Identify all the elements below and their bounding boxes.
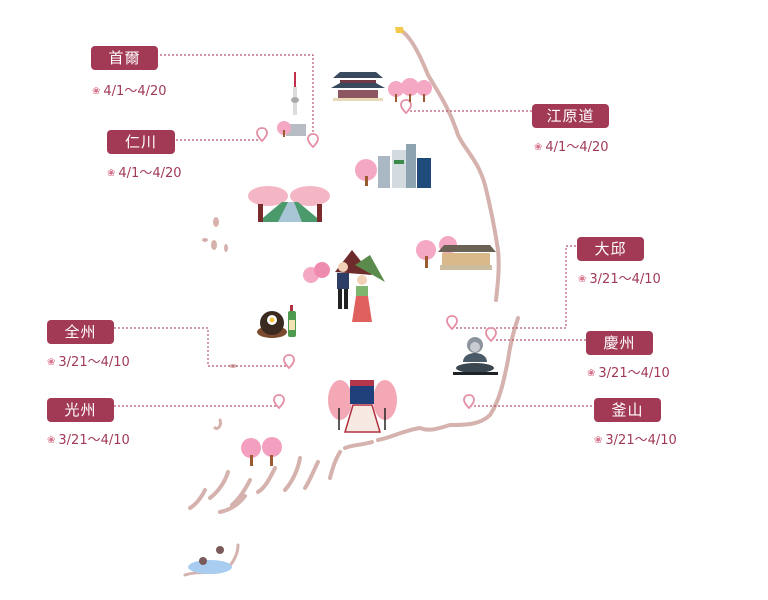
bloom-date-jeonju: ❀3/21～4/10 (47, 351, 130, 370)
bloom-date-text: 3/21～4/10 (589, 272, 661, 287)
coastline (183, 28, 520, 577)
flower-icon: ❀ (594, 435, 603, 446)
north-tip (395, 27, 404, 33)
bloom-date-gangwon: ❀4/1～4/20 (534, 136, 609, 155)
bloom-date-gyeongju: ❀3/21～4/10 (587, 362, 670, 381)
flower-icon: ❀ (534, 142, 543, 153)
flower-icon: ❀ (578, 274, 587, 285)
region-label-seoul: 首爾 (91, 46, 158, 70)
city-buildings-illustration (355, 144, 431, 188)
cherry-trees-seoul (388, 78, 432, 102)
flower-icon: ❀ (92, 86, 101, 97)
bloom-date-incheon: ❀4/1～4/20 (107, 162, 182, 181)
cherry-blossom-river-illustration (248, 186, 330, 222)
bloom-date-text: 4/1～4/20 (118, 166, 182, 181)
bloom-date-seoul: ❀4/1～4/20 (92, 80, 167, 99)
connector-lines (114, 54, 594, 407)
bloom-date-daegu: ❀3/21～4/10 (578, 268, 661, 287)
region-label-busan: 釜山 (594, 398, 661, 422)
location-pins (256, 99, 497, 410)
region-label-daegu: 大邱 (577, 237, 644, 261)
region-label-incheon: 仁川 (107, 130, 175, 154)
namsan-tower-illustration (277, 72, 306, 137)
flower-icon: ❀ (107, 168, 116, 179)
region-label-gangwon: 江原道 (532, 104, 609, 128)
bloom-date-text: 4/1～4/20 (103, 84, 167, 99)
bloom-date-text: 3/21～4/10 (58, 355, 130, 370)
bibimbap-soju-illustration (257, 305, 296, 338)
jeju-hot-spring-illustration (188, 546, 232, 574)
bloom-date-busan: ❀3/21～4/10 (594, 429, 677, 448)
flower-icon: ❀ (587, 368, 596, 379)
cherry-blossom-railway-illustration (328, 380, 397, 433)
region-label-gwangju: 光州 (47, 398, 114, 422)
gyeongbokgung-illustration (331, 72, 385, 101)
cherry-trees-south (241, 437, 282, 466)
bloom-date-text: 3/21～4/10 (605, 433, 677, 448)
bloom-date-text: 3/21～4/10 (58, 433, 130, 448)
hanok-house-illustration (416, 236, 496, 270)
bloom-date-text: 4/1～4/20 (545, 140, 609, 155)
flower-icon: ❀ (47, 357, 56, 368)
region-label-jeonju: 全州 (47, 320, 114, 344)
buddha-statue-illustration (453, 337, 498, 375)
bloom-date-text: 3/21～4/10 (598, 366, 670, 381)
hanbok-couple-illustration (303, 250, 385, 322)
bloom-date-gwangju: ❀3/21～4/10 (47, 429, 130, 448)
islands (202, 217, 237, 368)
region-label-gyeongju: 慶州 (586, 331, 653, 355)
flower-icon: ❀ (47, 435, 56, 446)
